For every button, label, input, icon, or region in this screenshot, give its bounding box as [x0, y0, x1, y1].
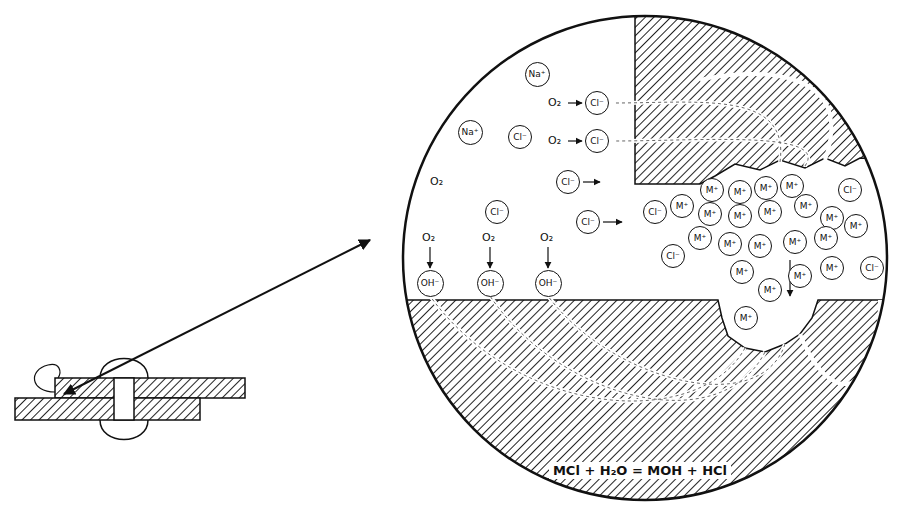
ion-circle: M⁺ [794, 194, 818, 218]
ion-circle: M⁺ [730, 260, 754, 284]
magnify-arrow [64, 240, 370, 394]
ion-symbol: M⁺ [789, 238, 802, 247]
ion-symbol: M⁺ [706, 186, 719, 195]
ion-symbol: M⁺ [794, 272, 807, 281]
ion-symbol: M⁺ [734, 212, 747, 221]
ion-symbol: Cl⁻ [865, 264, 879, 273]
oxygen-label: O₂ [540, 232, 553, 243]
ion-circle: M⁺ [734, 306, 758, 330]
ion-circle: Cl⁻ [585, 91, 609, 115]
ion-circle: M⁺ [758, 200, 782, 224]
ion-circle: M⁺ [728, 204, 752, 228]
ion-symbol: M⁺ [736, 268, 749, 277]
oxygen-label: O₂ [548, 97, 561, 108]
ion-symbol: OH⁻ [481, 279, 500, 288]
ion-symbol: M⁺ [820, 234, 833, 243]
ion-circle: OH⁻ [417, 270, 444, 297]
ion-circle: M⁺ [718, 232, 742, 256]
ion-symbol: M⁺ [800, 202, 813, 211]
ion-symbol: M⁺ [826, 264, 839, 273]
oxygen-label: O₂ [422, 232, 435, 243]
ion-circle: M⁺ [728, 180, 752, 204]
ion-symbol: M⁺ [740, 314, 753, 323]
ion-circle: Cl⁻ [576, 210, 600, 234]
lens-outline [403, 16, 887, 500]
ion-symbol: Na⁺ [462, 128, 479, 137]
ion-symbol: Cl⁻ [648, 208, 662, 217]
ion-circle: M⁺ [788, 264, 812, 288]
ion-symbol: Na⁺ [529, 70, 546, 79]
ion-circle: M⁺ [783, 230, 807, 254]
oxygen-label: O₂ [430, 176, 443, 187]
ion-circle: Na⁺ [458, 120, 483, 145]
ion-circle: M⁺ [754, 176, 778, 200]
ion-circle: Cl⁻ [585, 129, 609, 153]
ion-circle: Cl⁻ [556, 170, 580, 194]
ion-circle: OH⁻ [535, 270, 562, 297]
ion-symbol: M⁺ [826, 214, 839, 223]
ion-circle: Cl⁻ [508, 125, 532, 149]
ion-circle: M⁺ [748, 234, 772, 258]
ion-circle: M⁺ [844, 214, 868, 238]
ion-circle: M⁺ [820, 256, 844, 280]
ion-symbol: M⁺ [734, 188, 747, 197]
ion-circle: M⁺ [688, 226, 712, 250]
ion-symbol: M⁺ [704, 210, 717, 219]
magnified-crevice [395, 10, 895, 507]
ion-circle: M⁺ [814, 226, 838, 250]
ion-symbol: OH⁻ [421, 279, 440, 288]
ion-symbol: M⁺ [724, 240, 737, 249]
ion-symbol: Cl⁻ [590, 99, 604, 108]
ion-symbol: Cl⁻ [590, 137, 604, 146]
ion-symbol: Cl⁻ [666, 252, 680, 261]
ion-symbol: M⁺ [676, 202, 689, 211]
ion-symbol: M⁺ [754, 242, 767, 251]
ion-symbol: M⁺ [850, 222, 863, 231]
ion-symbol: Cl⁻ [581, 218, 595, 227]
ion-circle: Cl⁻ [860, 256, 884, 280]
ion-symbol: OH⁻ [539, 279, 558, 288]
ion-circle: Cl⁻ [643, 200, 667, 224]
ion-symbol: Cl⁻ [490, 208, 504, 217]
ion-circle: Cl⁻ [661, 244, 685, 268]
ion-circle: Cl⁻ [838, 178, 862, 202]
ion-symbol: Cl⁻ [561, 178, 575, 187]
ion-circle: M⁺ [758, 278, 782, 302]
riveted-joint [15, 359, 245, 440]
ion-arrows [430, 103, 790, 296]
ion-symbol: M⁺ [694, 234, 707, 243]
ion-symbol: M⁺ [786, 182, 799, 191]
ion-symbol: M⁺ [764, 208, 777, 217]
ion-symbol: M⁺ [760, 184, 773, 193]
ion-circle: M⁺ [698, 202, 722, 226]
oxygen-label: O₂ [548, 135, 561, 146]
ion-circle: M⁺ [670, 194, 694, 218]
ion-circle: Cl⁻ [485, 200, 509, 224]
ion-circle: OH⁻ [477, 270, 504, 297]
ion-symbol: Cl⁻ [843, 186, 857, 195]
ion-circle: M⁺ [700, 178, 724, 202]
reaction-equation: MCl + H₂O = MOH + HCl [549, 462, 731, 479]
ion-symbol: Cl⁻ [513, 133, 527, 142]
ion-symbol: M⁺ [764, 286, 777, 295]
ion-circle: Na⁺ [525, 62, 550, 87]
oxygen-label: O₂ [482, 232, 495, 243]
